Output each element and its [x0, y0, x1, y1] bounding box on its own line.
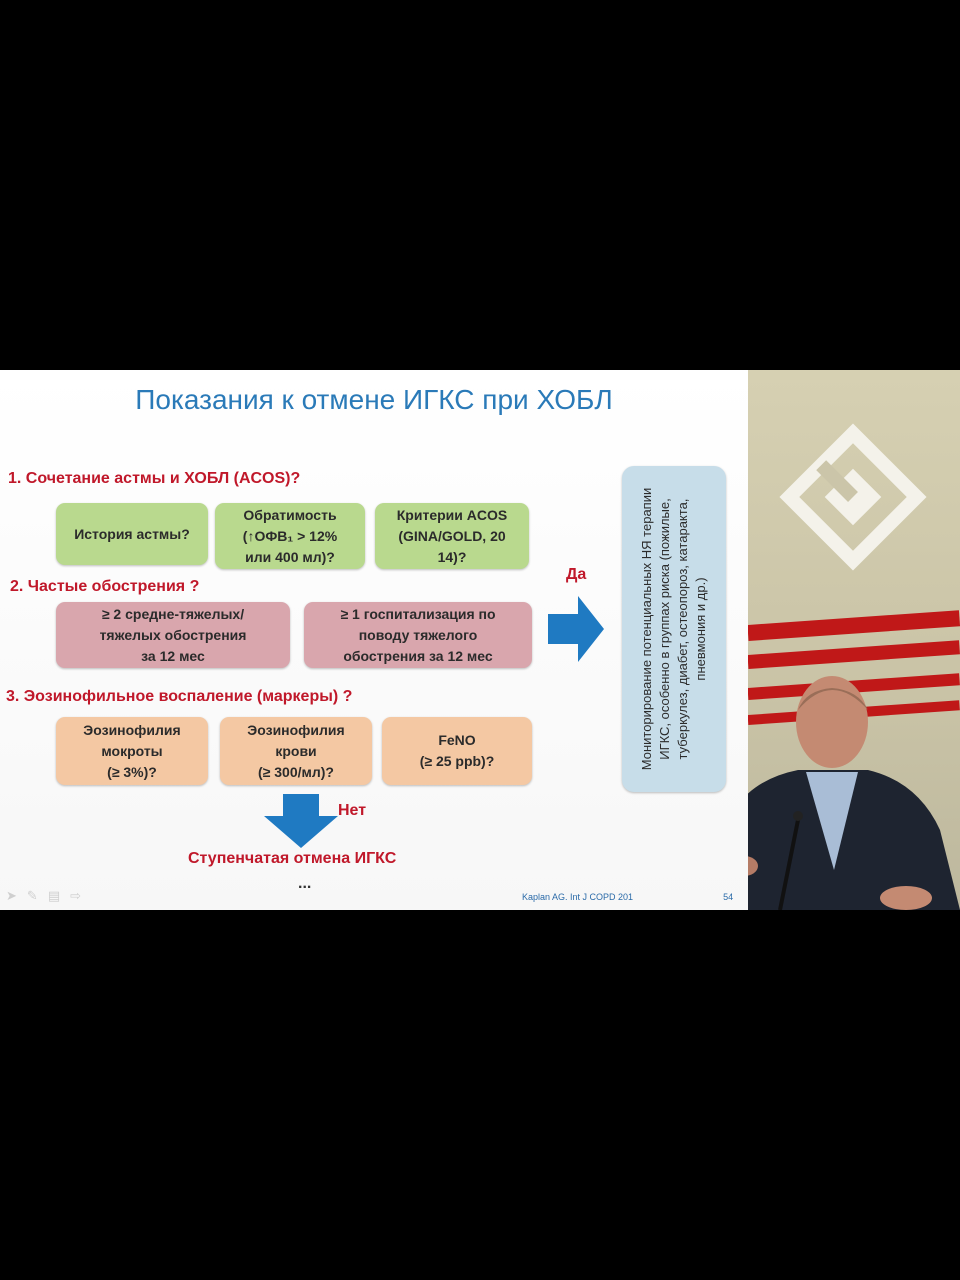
yes-label: Да	[566, 566, 587, 583]
studio-stripe	[748, 610, 960, 641]
pointer-icon[interactable]: ➤	[6, 888, 17, 903]
slide-tools: ➤ ✎ ▤ ⇨	[6, 888, 81, 904]
forward-icon[interactable]: ⇨	[70, 888, 82, 903]
criterion-reversibility: Обратимость (↑ОФВ₁ > 12% или 400 мл)?	[215, 503, 365, 569]
monitoring-text: Мониторирование потенциальных НЯ терапии…	[639, 487, 708, 771]
section-1-heading: 1. Сочетание астмы и ХОБЛ (ACOS)?	[8, 470, 301, 487]
result-text: Ступенчатая отмена ИГКС	[188, 850, 397, 867]
criterion-acos: Критерии ACOS (GINA/GOLD, 20 14)?	[375, 503, 529, 569]
no-label: Нет	[338, 802, 367, 819]
criterion-sputum-eosinophilia: Эозинофилия мокроты (≥ 3%)?	[56, 717, 208, 785]
criterion-exacerbations: ≥ 2 средне-тяжелых/ тяжелых обострения з…	[56, 602, 290, 668]
studio-stripe	[748, 640, 960, 669]
section-2-heading: 2. Частые обострения ?	[10, 578, 200, 595]
slide-title: Показания к отмене ИГКС при ХОБЛ	[135, 384, 613, 415]
criterion-feno: FeNO (≥ 25 ppb)?	[382, 717, 532, 785]
presentation-slide: Показания к отмене ИГКС при ХОБЛ 1. Соче…	[0, 370, 748, 910]
slides-icon[interactable]: ▤	[47, 888, 61, 903]
yes-arrow-icon	[548, 596, 604, 662]
result-dots: ...	[298, 875, 312, 892]
criterion-hospitalization: ≥ 1 госпитализация по поводу тяжелого об…	[304, 602, 532, 668]
monitoring-box: Мониторирование потенциальных НЯ терапии…	[622, 466, 726, 792]
no-arrow-icon	[264, 794, 338, 848]
section-3-heading: 3. Эозинофильное воспаление (маркеры) ?	[6, 688, 353, 705]
speaker-video	[748, 370, 960, 910]
studio-logo-icon	[779, 423, 927, 571]
video-frame: Показания к отмене ИГКС при ХОБЛ 1. Соче…	[0, 370, 960, 910]
criterion-asthma-history: История астмы?	[56, 503, 208, 565]
speaker-person	[748, 676, 960, 910]
pen-icon[interactable]: ✎	[26, 888, 38, 903]
criterion-blood-eosinophilia: Эозинофилия крови (≥ 300/мл)?	[220, 717, 372, 785]
